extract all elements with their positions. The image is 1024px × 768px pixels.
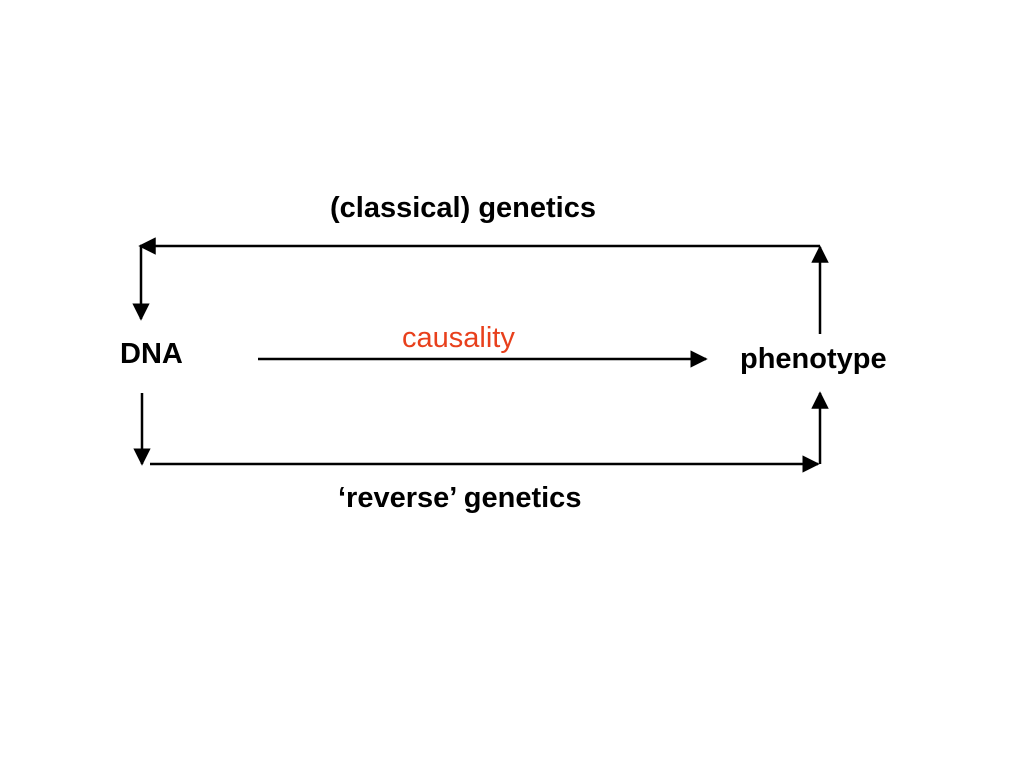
classical-genetics-label: (classical) genetics (330, 192, 596, 224)
phenotype-label: phenotype (740, 343, 887, 375)
reverse-genetics-label: ‘reverse’ genetics (338, 482, 582, 514)
dna-label: DNA (120, 338, 183, 370)
causality-label: causality (402, 322, 515, 354)
